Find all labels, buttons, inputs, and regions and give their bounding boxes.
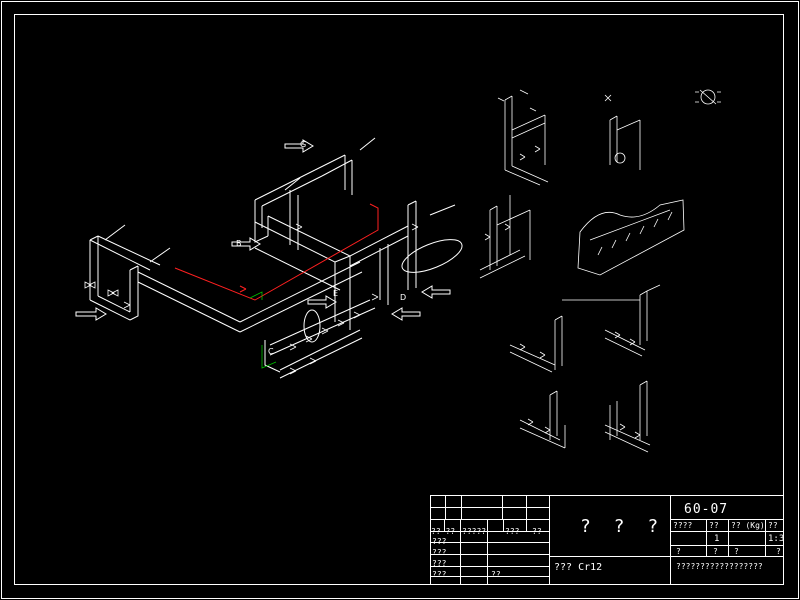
sign-label-5: ??? — [432, 537, 447, 546]
view-label-d: D — [400, 293, 406, 302]
inner-frame — [14, 14, 784, 585]
sign-label-8: ??? — [432, 570, 447, 579]
bottom-cell-2: ? — [713, 547, 718, 556]
highlight-path — [174, 203, 379, 301]
sign-label-9: ?? — [491, 570, 501, 579]
sign-label-6: ??? — [432, 548, 447, 557]
sign-label-4: ?? — [532, 527, 542, 536]
header-cell-3: ?? (Kg) — [731, 521, 765, 530]
bottom-cell-4: ? — [776, 547, 781, 556]
header-cell-1: ???? — [673, 521, 693, 530]
view-label-b: B — [236, 239, 242, 248]
view-label-c: C — [268, 347, 274, 356]
sign-label-2: ????? — [462, 527, 487, 536]
view-label-e: E — [333, 289, 338, 298]
bottom-cell-1: ? — [676, 547, 681, 556]
header-cell-4: ?? — [768, 521, 778, 530]
sign-label-7: ??? — [432, 559, 447, 568]
company-name: ?????????????????? — [676, 562, 763, 571]
title-block — [430, 495, 784, 585]
sign-label-3: ??? — [505, 527, 520, 536]
detail-views — [479, 89, 721, 453]
sign-label-1: ?? ?? — [431, 527, 456, 536]
drawing-code: 60-07 — [684, 502, 729, 517]
accent-path — [249, 291, 277, 369]
view-letter-labels: C D E G B — [236, 140, 406, 356]
view-label-g: G — [300, 140, 306, 149]
bottom-cell-3: ? — [734, 547, 739, 556]
header-cell-2: ?? — [709, 521, 719, 530]
main-piping-assembly — [75, 137, 463, 379]
drawing-name: ? ? ? — [580, 516, 665, 537]
count-value: 1 — [714, 534, 720, 544]
scale-value: 1:3 — [768, 534, 785, 544]
material-label: ??? Cr12 — [554, 562, 603, 573]
